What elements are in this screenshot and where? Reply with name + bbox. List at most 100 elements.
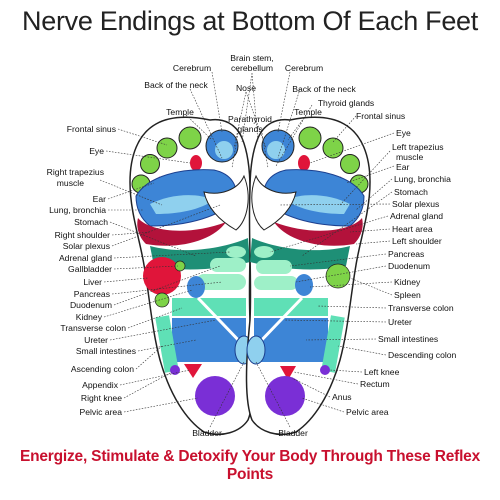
left-big-toe-core [215, 141, 233, 159]
lead-frontal-sinus-l [117, 128, 168, 146]
lead-temple-r [287, 114, 307, 141]
label-brain-stem-1: Brain stem, [230, 53, 273, 63]
label-eye-r: Eye [396, 128, 411, 138]
label-rectum-r: Rectum [360, 379, 390, 389]
labels-left: Frontal sinus Eye Right trapezius muscle… [47, 124, 136, 417]
left-duodenum-2 [196, 274, 246, 290]
label-stomach-r: Stomach [394, 187, 428, 197]
label-ureter-r: Ureter [388, 317, 412, 327]
label-descending-colon-r: Descending colon [388, 350, 457, 360]
label-adrenal-l: Adrenal gland [59, 253, 112, 263]
lead-back-neck-l [189, 88, 223, 159]
lead-kidney-l [103, 289, 193, 318]
right-pelvic-area [265, 376, 305, 416]
lead-liver-l [103, 277, 149, 283]
label-appendix-l: Appendix [82, 380, 119, 390]
right-rectum [280, 366, 296, 380]
left-liver [143, 257, 181, 295]
right-transverse-colon [254, 298, 328, 316]
label-pelvic-area-r: Pelvic area [346, 407, 389, 417]
lead-ureter-r [283, 319, 387, 323]
lead-ear-r [345, 165, 395, 184]
labels-bottom: Bladder Bladder [192, 428, 308, 438]
right-adrenal-point [254, 246, 274, 258]
label-parathyroid-1: Parathyroid [228, 114, 272, 124]
lead-solar-plexus-r [279, 203, 391, 206]
lead-ear-l [107, 182, 155, 200]
lead-pelvic-r [301, 397, 345, 413]
lead-brain-stem [241, 72, 259, 143]
label-eye-l: Eye [89, 146, 104, 156]
lead-transverse-colon-r [317, 305, 387, 309]
right-toe-3 [322, 137, 344, 159]
lead-adrenal-l [113, 251, 231, 259]
lead-transverse-colon-l [127, 307, 183, 329]
lead-pelvic-l [123, 397, 199, 413]
lead-duodenum-l [113, 265, 221, 306]
label-solar-plexus-l: Solar plexus [63, 241, 110, 251]
left-duodenum-1 [210, 258, 246, 272]
lead-stomach-l [109, 221, 197, 257]
right-heart-area [274, 218, 363, 246]
label-small-intestines-r: Small intestines [378, 334, 438, 344]
lead-pancreas-r [289, 253, 387, 267]
left-pelvic-area [195, 376, 235, 416]
label-duodenum-r: Duodenum [388, 261, 430, 271]
label-small-intestines-l: Small intestines [76, 346, 136, 356]
label-bladder-r: Bladder [278, 428, 308, 438]
left-trapezius-area [150, 195, 214, 214]
lead-trapezius-l [99, 179, 163, 206]
left-toe-3 [156, 137, 178, 159]
left-shoulder-area [137, 218, 226, 246]
label-kidney-l: Kidney [76, 312, 103, 322]
left-kidney [187, 276, 205, 298]
lead-left-shoulder-r [355, 240, 391, 245]
label-right-trapezius-2: muscle [57, 178, 84, 188]
right-descending-colon [321, 315, 345, 373]
right-knee [320, 365, 330, 375]
right-bladder [246, 335, 266, 365]
right-spleen [325, 263, 351, 289]
right-solar-plexus [251, 174, 297, 231]
lead-heart-r [349, 228, 391, 233]
label-cerebrum-l: Cerebrum [173, 63, 211, 73]
right-toe-2 [298, 126, 322, 150]
label-gallbladder-l: Gallbladder [68, 264, 112, 274]
label-left-trapezius-1: Left trapezius [392, 142, 444, 152]
lead-small-intestines-r [305, 338, 377, 341]
page-title: Nerve Endings at Bottom Of Each Feet [22, 6, 478, 36]
lead-nose [233, 91, 267, 149]
left-ascending-colon [155, 315, 179, 373]
lead-shoulder-l [111, 231, 151, 236]
left-adrenal-point [226, 246, 246, 258]
lead-back-neck-r [277, 88, 301, 159]
right-duodenum [254, 276, 298, 290]
lead-bladder-r [255, 361, 291, 428]
label-thyroid-r: Thyroid glands [318, 98, 374, 108]
left-solar-plexus [203, 174, 249, 231]
lead-spleen-r [349, 277, 393, 296]
label-back-neck-l: Back of the neck [144, 80, 208, 90]
lead-solar-plexus-l [111, 204, 221, 247]
left-ureter-line [196, 296, 246, 348]
lead-cerebrum-l [211, 71, 223, 133]
label-transverse-colon-r: Transverse colon [388, 303, 454, 313]
left-knee [170, 365, 180, 375]
left-transverse-colon [172, 298, 246, 316]
label-temple-r: Temple [294, 107, 322, 117]
right-foot [245, 116, 371, 436]
label-pancreas-r: Pancreas [388, 249, 424, 259]
label-transverse-colon-l: Transverse colon [60, 323, 126, 333]
label-parathyroid-2: glands [237, 124, 262, 134]
label-frontal-sinus-l: Frontal sinus [67, 124, 116, 134]
right-big-toe-core [267, 141, 285, 159]
label-temple-l: Temple [166, 107, 194, 117]
left-gallbladder [174, 260, 186, 272]
right-small-intestines [254, 318, 328, 362]
label-cerebrum-r: Cerebrum [285, 63, 323, 73]
lead-cerebrum-r [277, 71, 291, 133]
label-solar-plexus-r: Solar plexus [392, 199, 439, 209]
label-ascending-colon-l: Ascending colon [71, 364, 134, 374]
label-left-knee-r: Left knee [364, 367, 400, 377]
